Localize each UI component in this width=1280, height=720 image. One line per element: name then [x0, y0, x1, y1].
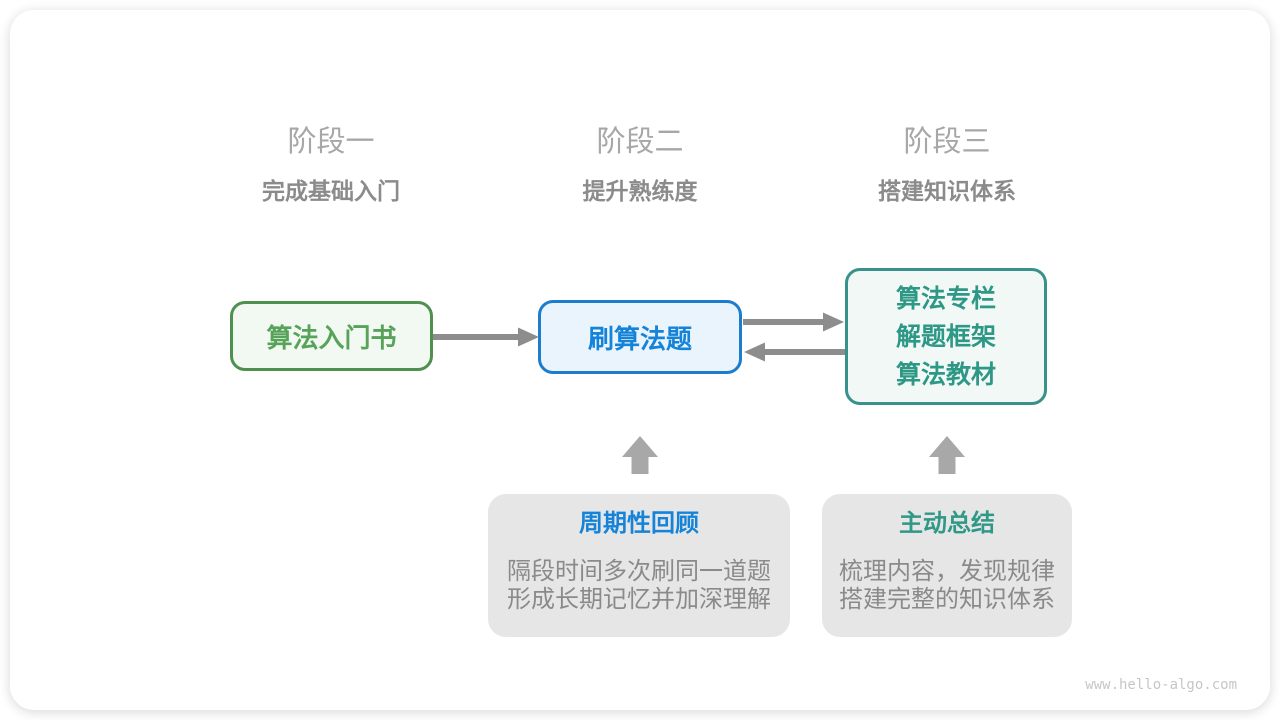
node-practice-label: 刷算法题 — [587, 323, 692, 354]
stage-1-subtitle: 完成基础入门 — [262, 178, 400, 204]
node-resources-line-3: 算法教材 — [895, 360, 996, 389]
node-intro-book: 算法入门书 — [230, 301, 433, 371]
site-watermark: www.hello-algo.com — [1085, 677, 1237, 693]
callout-active-summary-line-1: 梳理内容，发现规律 — [839, 558, 1055, 585]
node-resources: 算法专栏 解题框架 算法教材 — [845, 268, 1047, 405]
stage-header-2: 阶段二 提升熟练度 — [510, 127, 770, 204]
callout-periodic-review-line-1: 隔段时间多次刷同一道题 — [507, 558, 771, 585]
node-intro-book-label: 算法入门书 — [266, 322, 397, 353]
callout-active-summary-title: 主动总结 — [899, 510, 995, 537]
stage-2-subtitle: 提升熟练度 — [582, 178, 698, 204]
stage-header-3: 阶段三 搭建知识体系 — [817, 127, 1077, 204]
callout-periodic-review-body: 隔段时间多次刷同一道题 形成长期记忆并加深理解 — [488, 558, 790, 614]
callout-active-summary-body: 梳理内容，发现规律 搭建完整的知识体系 — [822, 558, 1072, 614]
node-resources-line-1: 算法专栏 — [895, 284, 996, 313]
callout-periodic-review-line-2: 形成长期记忆并加深理解 — [507, 586, 771, 613]
callout-periodic-review-title: 周期性回顾 — [579, 510, 699, 537]
stage-1-label: 阶段一 — [287, 126, 375, 158]
stage-3-subtitle: 搭建知识体系 — [878, 178, 1016, 204]
callout-active-summary: 主动总结 梳理内容，发现规律 搭建完整的知识体系 — [822, 494, 1072, 637]
callout-periodic-review: 周期性回顾 隔段时间多次刷同一道题 形成长期记忆并加深理解 — [488, 494, 790, 637]
stage-3-label: 阶段三 — [903, 126, 991, 158]
stage-header-1: 阶段一 完成基础入门 — [201, 127, 461, 204]
callout-active-summary-line-2: 搭建完整的知识体系 — [839, 586, 1055, 613]
node-resources-line-2: 解题框架 — [895, 322, 996, 351]
node-practice: 刷算法题 — [538, 300, 742, 374]
stage-2-label: 阶段二 — [596, 126, 684, 158]
